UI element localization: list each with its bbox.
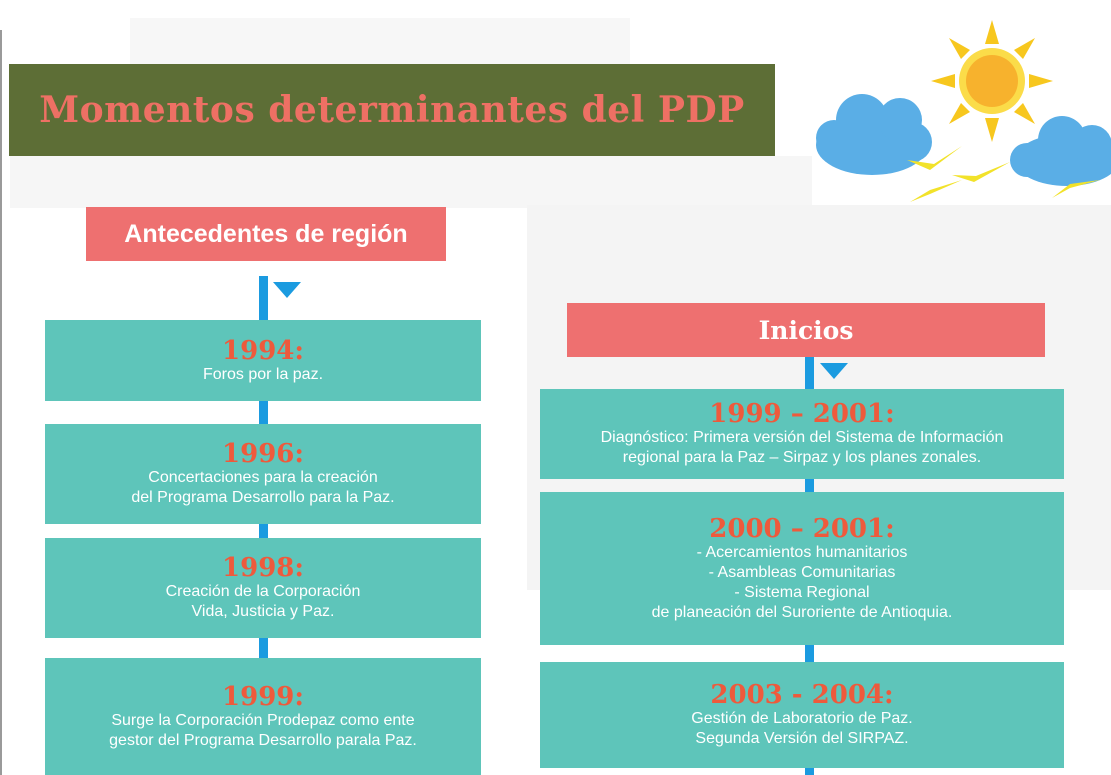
timeline-text: regional para la Paz – Sirpaz y los plan… xyxy=(622,449,982,466)
timeline-card-2003-2004: 2003 - 2004: Gestión de Laboratorio de P… xyxy=(540,662,1064,768)
timeline-year: 1998: xyxy=(222,553,304,583)
timeline-year: 1999: xyxy=(222,681,304,712)
timeline-year: 1996: xyxy=(222,439,304,469)
sun-clouds-icon xyxy=(812,20,1111,205)
background-panel-middle xyxy=(10,156,820,208)
page-title: Momentos determinantes del PDP xyxy=(39,89,745,131)
timeline-text: Foros por la paz. xyxy=(202,365,324,383)
background-panel-top xyxy=(130,18,630,68)
section-header-label: Antecedentes de región xyxy=(124,219,408,248)
left-edge-line xyxy=(0,30,2,775)
timeline-text: Concertaciones para la creación xyxy=(148,469,378,486)
section-header-antecedentes: Antecedentes de región xyxy=(86,207,446,261)
timeline-text: Gestión de Laboratorio de Paz. xyxy=(691,710,913,727)
cloud-right-icon xyxy=(1010,116,1111,186)
timeline-text: Diagnóstico: Primera versión del Sistema… xyxy=(600,429,1004,446)
timeline-text: Surge la Corporación Prodepaz como ente xyxy=(111,711,415,729)
timeline-text: Segunda Versión del SIRPAZ. xyxy=(695,730,909,747)
timeline-text: Vida, Justicia y Paz. xyxy=(191,603,335,620)
timeline-text: - Sistema Regional xyxy=(734,583,870,601)
timeline-year: 2003 - 2004: xyxy=(710,680,894,710)
timeline-card-1999: 1999: Surge la Corporación Prodepaz como… xyxy=(45,658,481,775)
timeline-card-1999-2001: 1999 – 2001: Diagnóstico: Primera versió… xyxy=(540,389,1064,479)
birds-icon xyxy=(907,146,1100,202)
timeline-card-1998: 1998: Creación de la Corporación Vida, J… xyxy=(45,538,481,638)
timeline-line-left xyxy=(259,276,268,775)
title-banner: Momentos determinantes del PDP xyxy=(9,64,775,156)
timeline-text: - Acercamientos humanitarios xyxy=(696,543,908,561)
timeline-text: del Programa Desarrollo para la Paz. xyxy=(131,489,395,506)
sun-icon xyxy=(931,20,1053,142)
timeline-card-1996: 1996: Concertaciones para la creación de… xyxy=(45,424,481,524)
timeline-year: 2000 – 2001: xyxy=(709,513,895,544)
timeline-text: - Asambleas Comunitarias xyxy=(708,563,896,581)
timeline-arrow-down-icon xyxy=(273,282,301,298)
timeline-year: 1999 – 2001: xyxy=(709,399,895,429)
timeline-text: gestor del Programa Desarrollo parala Pa… xyxy=(109,731,417,749)
cloud-left-icon xyxy=(816,94,932,175)
timeline-card-2000-2001: 2000 – 2001: - Acercamientos humanitario… xyxy=(540,492,1064,645)
section-header-inicios: Inicios xyxy=(567,303,1045,357)
section-header-label: Inicios xyxy=(758,315,854,345)
timeline-year: 1994: xyxy=(222,335,304,366)
timeline-card-1994: 1994: Foros por la paz. xyxy=(45,320,481,401)
timeline-text: Creación de la Corporación xyxy=(165,583,361,600)
timeline-arrow-down-icon xyxy=(820,363,848,379)
timeline-text: de planeación del Suroriente de Antioqui… xyxy=(651,603,953,621)
